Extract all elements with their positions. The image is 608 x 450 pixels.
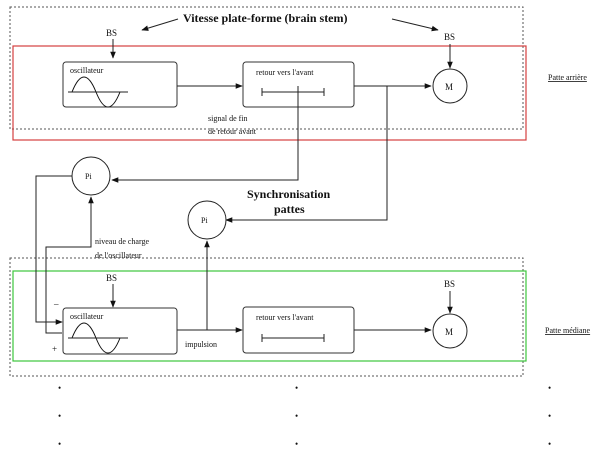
bs-label-middle-motor: BS [444, 279, 455, 289]
rear-motor-circle [432, 68, 468, 104]
pi-node-1-label: Pi [85, 172, 92, 181]
middle-return-label: retour vers l'avant [256, 313, 314, 322]
minus-sign: – [53, 299, 59, 309]
charge-label-line2: de l'oscillateur [95, 251, 142, 260]
brainstem-dashed-region [9, 6, 524, 130]
end-signal-label-line2: de retour avant [208, 127, 257, 136]
end-signal-arrow [111, 86, 299, 183]
ellipsis-dot: • [548, 383, 551, 393]
bs-label-middle-osc: BS [106, 273, 117, 283]
middle-leg-frame [12, 270, 527, 362]
pi1-to-oscillator-minus [35, 175, 72, 325]
charge-label-line1: niveau de charge [95, 237, 149, 246]
title: Vitesse plate-forme (brain stem) [183, 11, 348, 25]
end-signal-label-line1: signal de fin [208, 114, 248, 123]
ellipsis-dot: • [295, 383, 298, 393]
title-arrow-left [141, 18, 179, 31]
ellipsis-dot: • [295, 439, 298, 449]
bs-label-rear-motor: BS [444, 32, 455, 42]
middle-dashed-region [9, 257, 524, 377]
middle-oscillator-box: oscillateur [62, 307, 178, 355]
rear-return-box: retour vers l'avant [242, 61, 355, 108]
sync-label-line1: Synchronisation [247, 187, 330, 201]
ellipsis-dot: • [58, 439, 61, 449]
ellipsis-dot: • [58, 383, 61, 393]
rear-leg-frame [12, 45, 527, 141]
bs-label-rear-osc: BS [106, 28, 117, 38]
sync-label-line2: pattes [274, 202, 305, 216]
middle-motor-label: M [445, 327, 453, 337]
middle-leg-side-label: Patte médiane [545, 326, 591, 335]
ellipsis-dot: • [548, 439, 551, 449]
plus-sign: + [52, 344, 57, 354]
rear-leg-side-label: Patte arrière [548, 73, 587, 82]
middle-return-box: retour vers l'avant [242, 306, 355, 354]
rear-return-label: retour vers l'avant [256, 68, 314, 77]
middle-oscillator-label: oscillateur [70, 312, 104, 321]
rear-oscillator-label: oscillateur [70, 66, 104, 75]
sync-arrow [225, 86, 388, 223]
ellipsis-dot: • [295, 411, 298, 421]
rear-motor-label: M [445, 82, 453, 92]
ellipsis-dot: • [548, 411, 551, 421]
ellipsis-dot: • [58, 411, 61, 421]
charge-level-feedback [45, 196, 94, 334]
rear-oscillator-box: oscillateur [62, 61, 178, 108]
impulse-label: impulsion [185, 340, 217, 349]
title-arrow-right [391, 18, 439, 32]
middle-motor-circle [432, 313, 468, 349]
pi-node-2 [187, 200, 227, 240]
pi-node-2-label: Pi [201, 216, 208, 225]
